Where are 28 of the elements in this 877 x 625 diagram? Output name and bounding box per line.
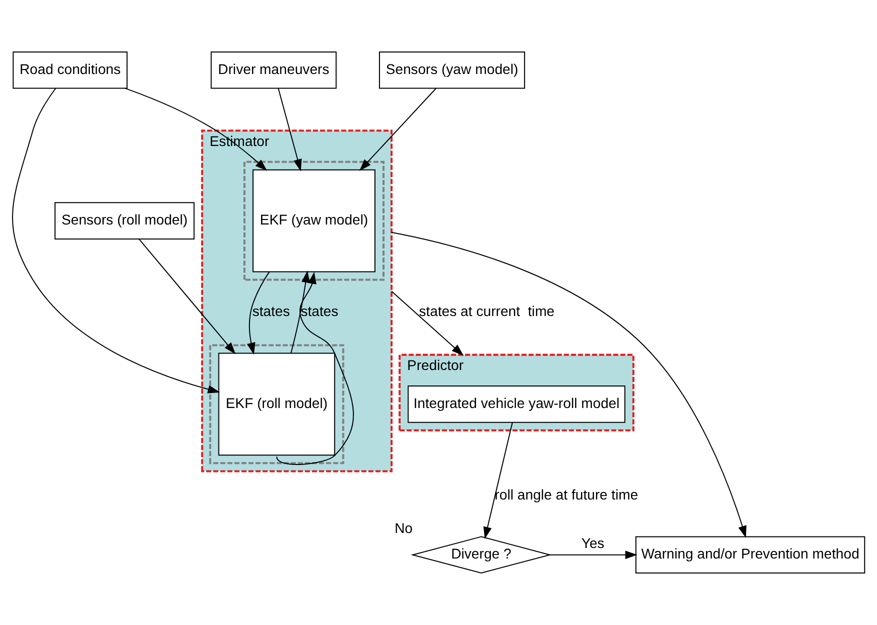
arrow [247, 271, 270, 355]
edge-label: states [252, 303, 290, 320]
edge-label: states [300, 303, 338, 320]
node-box: Warning and/or Prevention method [635, 536, 866, 574]
arrow [391, 290, 464, 356]
arrow [138, 238, 236, 354]
edge-label: states at current time [419, 303, 555, 320]
node-box: EKF (yaw model) [252, 169, 376, 272]
node-box: Sensors (yaw model) [378, 52, 526, 89]
node-box: Integrated vehicle yaw-roll model [408, 386, 626, 423]
arrow [276, 272, 354, 465]
arrow [12, 88, 220, 394]
node-box: Driver maneuvers [210, 52, 337, 89]
cluster [209, 344, 344, 464]
node-box: Road conditions [12, 52, 128, 89]
node-label: No [394, 520, 413, 536]
node-diamond: Diverge ? [410, 536, 552, 574]
arrow [359, 88, 436, 171]
arrow [483, 422, 513, 539]
edge-label: Yes [581, 534, 604, 551]
arrow [391, 232, 746, 538]
node-box: Sensors (roll model) [54, 202, 195, 240]
arrow [278, 88, 302, 172]
edge-label: roll angle at future time [494, 486, 638, 503]
arrow [124, 88, 268, 171]
arrow [290, 270, 310, 354]
arrow [550, 550, 638, 560]
node-box: EKF (roll model) [218, 352, 336, 456]
